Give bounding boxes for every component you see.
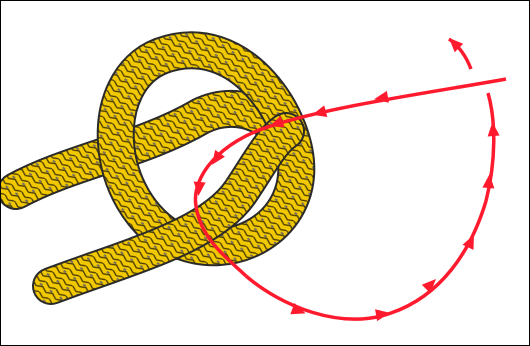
arrow-head-icon — [482, 174, 495, 189]
arrow-head-icon — [486, 122, 499, 137]
rope — [16, 50, 296, 286]
